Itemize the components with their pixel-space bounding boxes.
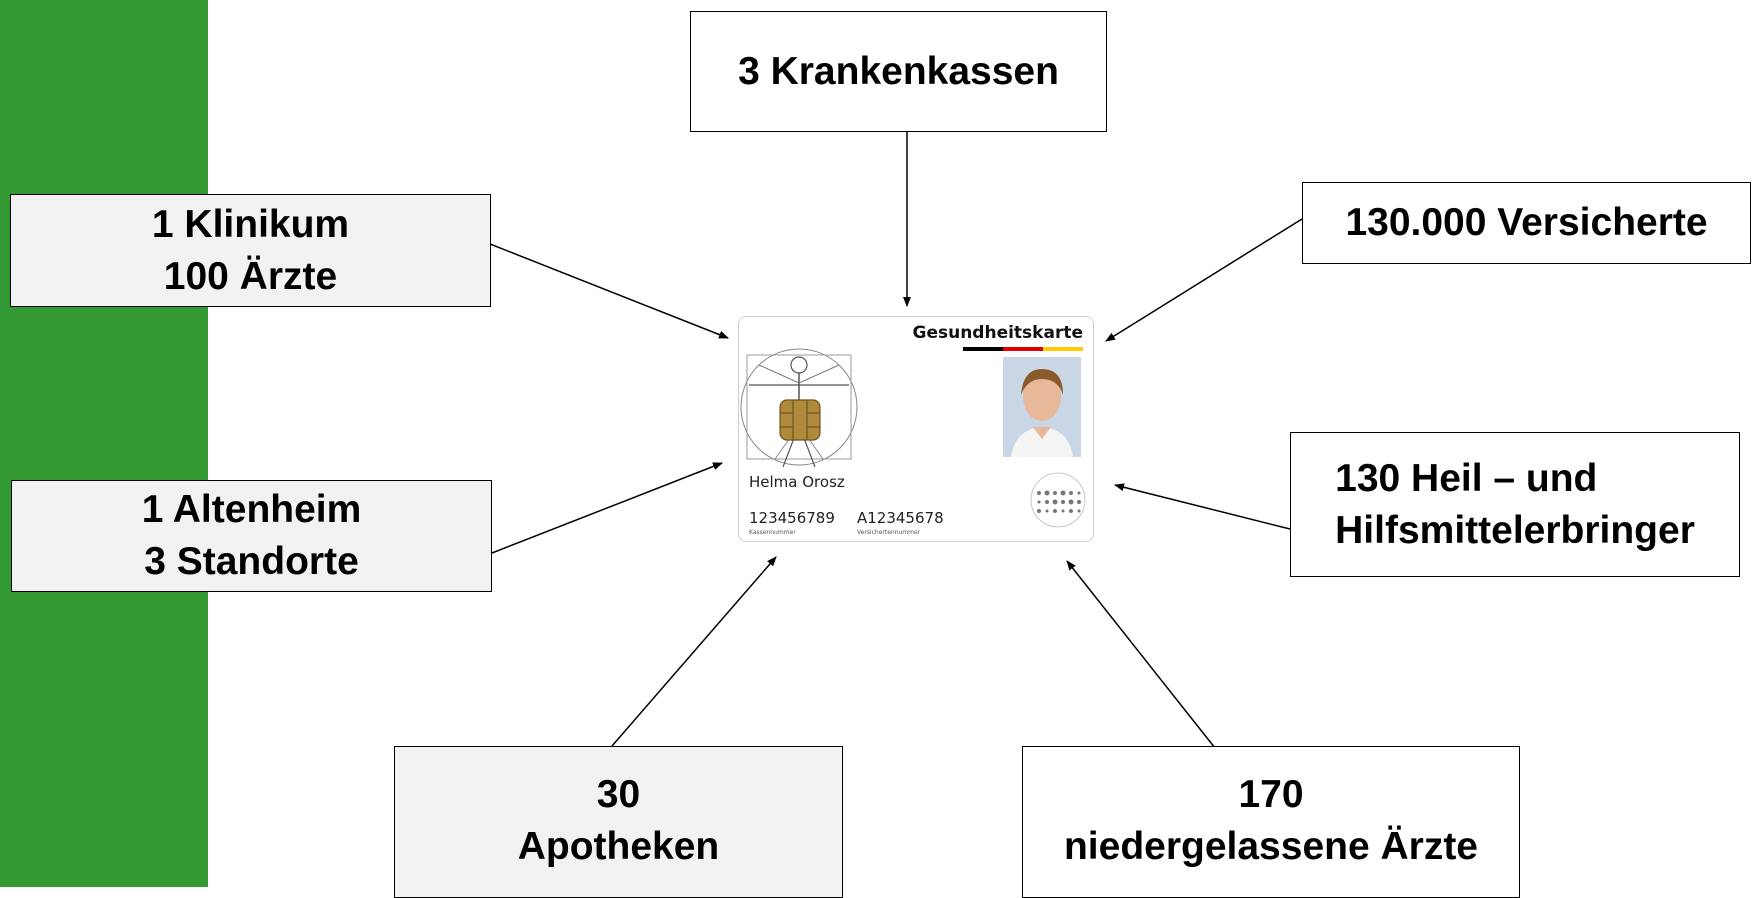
node-klinikum-line-2: 100 Ärzte [163,254,338,298]
card-versichertennummer: A12345678 [857,509,944,527]
node-heilmittel-line-2: Hilfsmittelerbringer [1335,508,1695,552]
arrow-altenheim [491,462,723,554]
card-holder-name: Helma Orosz [749,473,845,491]
node-krankenkassen-line-1: 3 Krankenkassen [738,49,1059,93]
arrow-klinikum [489,243,729,339]
node-apotheken-line-2: Apotheken [517,825,720,868]
node-apotheken: 30 Apotheken [394,746,843,898]
node-klinikum: 1 Klinikum 100 Ärzte [10,194,491,307]
dot-pattern-icon [1030,472,1086,528]
node-aerzte-line-1: 170 [1238,773,1304,816]
node-altenheim: 1 Altenheim 3 Standorte [11,480,492,592]
german-flag-stripe [963,347,1083,351]
card-versichertennummer-label: Versichertennummer [857,529,921,536]
node-apotheken-line-1: 30 [596,773,641,816]
arrow-versicherte [1105,218,1303,342]
node-krankenkassen: 3 Krankenkassen [690,11,1107,132]
card-title: Gesundheitskarte [912,323,1084,343]
arrow-heilmittel [1114,483,1291,530]
portrait-photo [1003,357,1081,457]
sidebar-green-bar [0,0,208,887]
node-aerzte: 170 niedergelassene Ärzte [1022,746,1520,898]
card-kassennummer-label: Kassennummer [749,529,796,536]
node-heilmittel-line-1: 130 Heil – und [1335,456,1598,500]
node-altenheim-line-2: 3 Standorte [144,540,359,583]
node-klinikum-line-1: 1 Klinikum [151,202,350,246]
chip-icon [779,399,821,441]
node-versicherte-line-1: 130.000 Versicherte [1345,201,1708,244]
health-insurance-card: Gesundheitskarte Helma Orosz 123456789 A… [738,316,1094,542]
node-altenheim-line-1: 1 Altenheim [141,488,362,531]
arrow-apotheken [611,556,777,747]
node-heilmittel: 130 Heil – und Hilfsmittelerbringer [1290,432,1740,577]
node-aerzte-line-2: niedergelassene Ärzte [1063,825,1478,868]
card-kassennummer: 123456789 [749,509,835,527]
arrow-aerzte [1066,560,1216,749]
node-versicherte: 130.000 Versicherte [1302,182,1751,264]
